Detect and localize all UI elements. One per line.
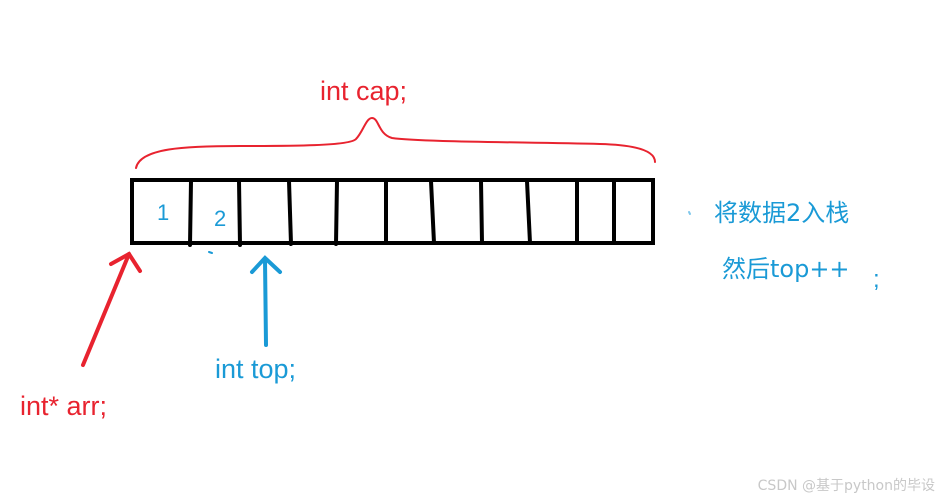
capacity-brace (135, 116, 656, 169)
cell-divider (479, 179, 484, 245)
increment-note: 然后top++ (722, 255, 850, 283)
cell-divider (237, 179, 242, 247)
capacity-label: int cap; (320, 76, 408, 106)
cell-value-2: 2 (214, 206, 227, 231)
cell-divider (188, 179, 193, 247)
top-label: int top; (215, 354, 297, 384)
pen-mark (208, 251, 213, 254)
cell-divider (287, 179, 293, 246)
arr-arrow (81, 251, 142, 367)
increment-note-semicolon: ; (873, 266, 880, 293)
cell-divider (429, 179, 436, 245)
cell-divider (334, 179, 339, 246)
pen-mark (688, 211, 691, 215)
array-box (130, 178, 655, 245)
top-arrow (250, 255, 282, 347)
array-pointer-label: int* arr; (20, 391, 108, 421)
watermark: CSDN @基于python的毕设 (757, 478, 935, 494)
push-note: 将数据2入栈 (714, 199, 850, 227)
cell-divider (525, 179, 532, 245)
cell-dividers (188, 179, 616, 247)
cell-value-1: 1 (157, 200, 170, 225)
